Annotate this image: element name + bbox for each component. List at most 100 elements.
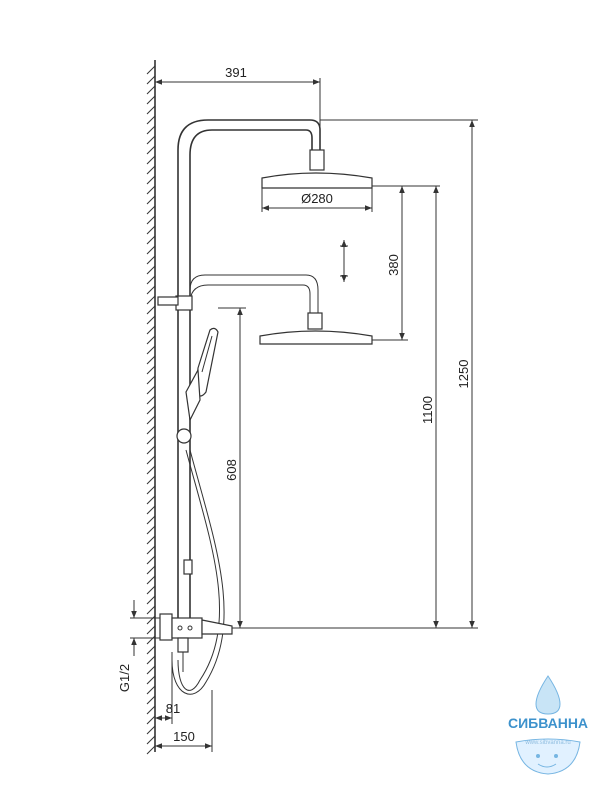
wall-hatch-line xyxy=(146,345,156,355)
wall-hatch-line xyxy=(146,325,156,335)
wall-hatch-line xyxy=(146,125,156,135)
wall-hatch-line xyxy=(146,505,156,515)
wall xyxy=(146,60,156,755)
brand-logo-name: СИБВАННА xyxy=(508,715,588,731)
wall-hatch-line xyxy=(146,595,156,605)
wall-hatch-line xyxy=(146,425,156,435)
wall-hatch-line xyxy=(146,245,156,255)
wall-hatch-line xyxy=(146,225,156,235)
wall-hatch-line xyxy=(146,75,156,85)
wall-hatch-line xyxy=(146,175,156,185)
wall-hatch-line xyxy=(146,565,156,575)
wall-hatch-line xyxy=(146,235,156,245)
dim-label-391: 391 xyxy=(225,65,247,80)
wall-hatch-line xyxy=(146,665,156,675)
rain-shower-head-lower xyxy=(189,274,373,345)
wall-hatch-line xyxy=(146,415,156,425)
dimension-arm-reach: 391 xyxy=(155,65,321,150)
dim-label-150: 150 xyxy=(173,729,195,744)
wall-hatch-line xyxy=(146,265,156,275)
wall-hatch-line xyxy=(146,695,156,705)
wall-hatch-line xyxy=(146,725,156,735)
wall-hatch-line xyxy=(146,335,156,345)
wall-hatch-line xyxy=(146,735,156,745)
dimension-head-diameter: Ø280 xyxy=(261,188,373,212)
wall-hatch-line xyxy=(146,705,156,715)
wall-hatch-line xyxy=(146,85,156,95)
riser-pipe xyxy=(177,119,321,620)
wall-hatch-line xyxy=(146,295,156,305)
brand-logo: СИБВАННА www.sibvanna.ru xyxy=(508,675,588,775)
bathtub-icon xyxy=(515,738,581,775)
wall-hatch-line xyxy=(146,685,156,695)
water-drop-icon xyxy=(535,675,561,715)
wall-hatch-line xyxy=(146,555,156,565)
wall-hatch-line xyxy=(146,365,156,375)
dimension-height-total: 1250 xyxy=(232,119,478,629)
wall-hatch-line xyxy=(146,625,156,635)
wall-hatch-line xyxy=(146,465,156,475)
dimension-height-lower: 1100 xyxy=(372,185,440,628)
wall-hatch-line xyxy=(146,525,156,535)
wall-hatch-line xyxy=(146,545,156,555)
wall-hatch-line xyxy=(146,635,156,645)
wall-hatch-line xyxy=(146,305,156,315)
wall-hatch-line xyxy=(146,65,156,75)
dim-label-608: 608 xyxy=(224,459,239,481)
wall-hatch-line xyxy=(146,475,156,485)
wall-hatch-line xyxy=(146,675,156,685)
wall-hatch-line xyxy=(146,165,156,175)
wall-hatch-line xyxy=(146,115,156,125)
wall-hatch-line xyxy=(146,495,156,505)
wall-hatch-line xyxy=(146,645,156,655)
wall-hatch-line xyxy=(146,515,156,525)
wall-hatch-line xyxy=(146,285,156,295)
dimension-mixer-depth: 150 xyxy=(155,690,213,752)
wall-hatch-line xyxy=(146,275,156,285)
dimension-slide-range: 380 xyxy=(372,185,408,341)
slide-mount xyxy=(157,295,193,311)
hose xyxy=(171,449,225,695)
dim-label-diameter: Ø280 xyxy=(301,191,333,206)
dim-label-81: 81 xyxy=(166,701,180,716)
wall-hatch-line xyxy=(146,615,156,625)
dimension-mixer-offset: 81 xyxy=(155,652,180,724)
hand-shower xyxy=(176,327,219,444)
wall-hatch-line xyxy=(146,605,156,615)
wall-hatch-line xyxy=(146,485,156,495)
dim-label-thread: G1/2 xyxy=(117,664,132,692)
wall-hatch-line xyxy=(146,195,156,205)
wall-hatch-line xyxy=(146,255,156,265)
wall-hatch-line xyxy=(146,445,156,455)
wall-hatch-line xyxy=(146,205,156,215)
wall-hatch-line xyxy=(146,155,156,165)
dim-label-1250: 1250 xyxy=(456,360,471,389)
dim-label-380: 380 xyxy=(386,254,401,276)
wall-hatch-line xyxy=(146,435,156,445)
wall-hatch-line xyxy=(146,455,156,465)
wall-hatch-line xyxy=(146,135,156,145)
dimension-holder-height: 608 xyxy=(218,307,246,628)
wall-hatch-line xyxy=(146,185,156,195)
rain-shower-head-upper xyxy=(261,149,373,189)
wall-hatch-line xyxy=(146,215,156,225)
mixer-valve xyxy=(159,559,233,672)
wall-hatch-line xyxy=(146,375,156,385)
wall-hatching xyxy=(146,65,156,755)
dim-label-1100: 1100 xyxy=(420,396,435,424)
dimension-inlet-thread: G1/2 xyxy=(117,600,160,692)
wall-hatch-line xyxy=(146,655,156,665)
height-adjust-arrow-icon xyxy=(340,240,348,282)
wall-hatch-line xyxy=(146,385,156,395)
wall-hatch-line xyxy=(146,715,156,725)
wall-hatch-line xyxy=(146,355,156,365)
wall-hatch-line xyxy=(146,395,156,405)
wall-hatch-line xyxy=(146,315,156,325)
wall-hatch-line xyxy=(146,585,156,595)
wall-hatch-line xyxy=(146,145,156,155)
wall-hatch-line xyxy=(146,535,156,545)
brand-logo-url: www.sibvanna.ru xyxy=(524,740,570,746)
wall-hatch-line xyxy=(146,745,156,755)
wall-hatch-line xyxy=(146,575,156,585)
